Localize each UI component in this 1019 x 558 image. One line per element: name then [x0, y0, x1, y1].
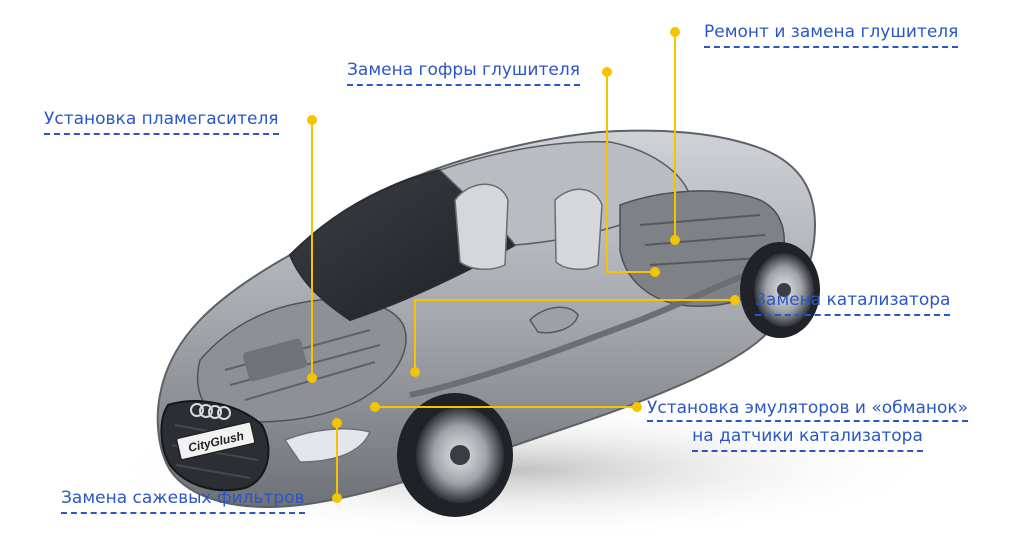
dot-emulators-start	[632, 402, 642, 412]
label-emulators-line1: Установка эмуляторов и «обманок»	[647, 398, 969, 422]
label-emulators[interactable]: Установка эмуляторов и «обманок» на датч…	[647, 398, 969, 452]
label-muffler-repair[interactable]: Ремонт и замена глушителя	[704, 22, 959, 48]
label-emulators-line2: на датчики катализатора	[692, 426, 923, 452]
label-catalyst[interactable]: Замена катализатора	[755, 290, 951, 316]
callout-line-catalyst	[414, 299, 735, 370]
dot-catalyst-end	[410, 367, 420, 377]
dot-muffler-corrugation-end	[650, 267, 660, 277]
dot-catalyst-start	[730, 295, 740, 305]
dot-flame-arrester-top	[307, 115, 317, 125]
exhaust-pipe	[409, 272, 747, 398]
dot-muffler-repair-end	[670, 235, 680, 245]
dot-emulators-end	[370, 402, 380, 412]
dot-muffler-corrugation-top	[602, 67, 612, 77]
headlight	[283, 428, 372, 463]
dot-muffler-repair-top	[670, 27, 680, 37]
seat-right	[554, 188, 603, 270]
label-muffler-corrugation[interactable]: Замена гофры глушителя	[347, 60, 580, 86]
dot-particulate-end	[332, 493, 342, 503]
label-flame-arrester[interactable]: Установка пламегасителя	[44, 109, 279, 135]
dot-flame-arrester-end	[307, 373, 317, 383]
dot-particulate-top	[332, 418, 342, 428]
label-particulate-filters[interactable]: Замена сажевых фильтров	[61, 488, 305, 514]
callout-line-muffler-corrugation	[606, 72, 655, 273]
side-mirror	[529, 306, 579, 334]
seat-left	[454, 183, 509, 270]
brand-rings-logo	[190, 403, 231, 420]
front-wheel	[397, 393, 513, 517]
